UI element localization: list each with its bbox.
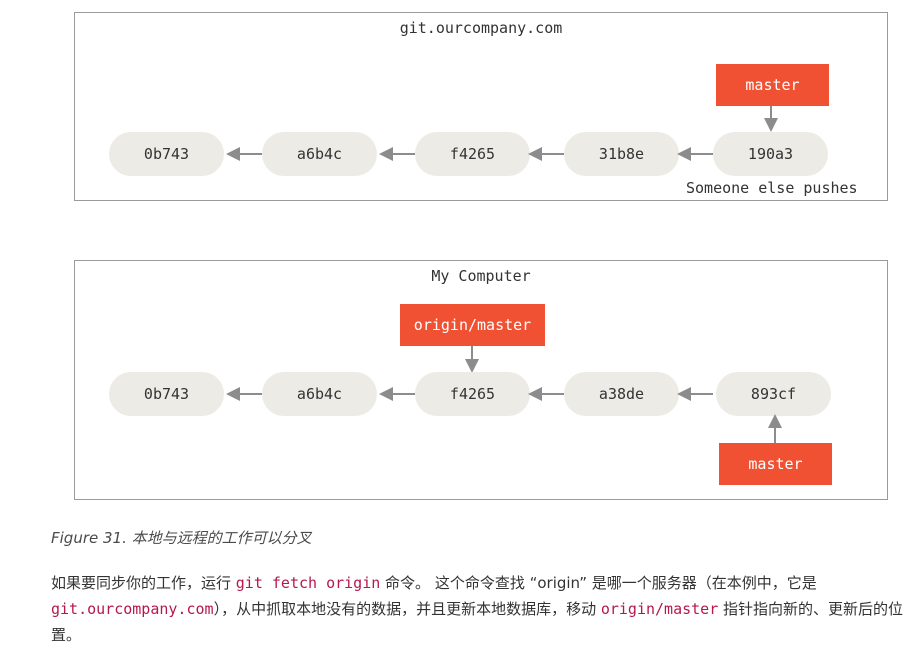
local-commit-2: a6b4c (262, 372, 377, 416)
paragraph-text-1: 如果要同步你的工作，运行 (51, 574, 236, 592)
remote-arrow-1 (226, 147, 262, 161)
paragraph-text-3: ），从中抓取本地没有的数据，并且更新本地数据库，移动 (213, 600, 601, 618)
local-arrow-3 (528, 387, 564, 401)
remote-repo-diagram: git.ourcompany.com 0b743 a6b4c f4265 31b… (74, 12, 888, 201)
local-repo-diagram: My Computer origin/master 0b743 a6b4c f4… (74, 260, 888, 500)
server-hostname: git.ourcompany.com (51, 600, 214, 618)
remote-commit-4: 31b8e (564, 132, 679, 176)
paragraph-text-2: 命令。 这个命令查找 “origin” 是哪一个服务器（在本例中，它是 (380, 574, 817, 592)
remote-arrow-2 (379, 147, 415, 161)
local-commit-4: a38de (564, 372, 679, 416)
origin-master-arrow (465, 346, 479, 373)
figure-caption: Figure 31. 本地与远程的工作可以分叉 (51, 529, 312, 547)
remote-commit-1: 0b743 (109, 132, 224, 176)
local-master-arrow (768, 414, 782, 443)
remote-title: git.ourcompany.com (399, 19, 563, 37)
local-commit-5: 893cf (716, 372, 831, 416)
remote-master-arrow (764, 106, 778, 132)
local-commit-1: 0b743 (109, 372, 224, 416)
git-fetch-command: git fetch origin (235, 574, 381, 592)
local-master-ref: master (719, 443, 832, 485)
remote-commit-2: a6b4c (262, 132, 377, 176)
remote-master-ref: master (716, 64, 829, 106)
local-title: My Computer (431, 267, 531, 285)
local-arrow-4 (677, 387, 713, 401)
local-arrow-2 (379, 387, 415, 401)
origin-master-ref: origin/master (400, 304, 545, 346)
body-paragraph: 如果要同步你的工作，运行 git fetch origin 命令。 这个命令查找… (51, 570, 917, 648)
remote-commit-5: 190a3 (713, 132, 828, 176)
remote-arrow-3 (528, 147, 564, 161)
remote-commit-3: f4265 (415, 132, 530, 176)
remote-arrow-4 (677, 147, 713, 161)
local-commit-3: f4265 (415, 372, 530, 416)
paragraph-text-4: 指针指向新的、更新后的位置。 (51, 600, 904, 644)
push-note: Someone else pushes (686, 179, 858, 197)
origin-master-ref-name: origin/master (600, 600, 719, 618)
local-arrow-1 (226, 387, 262, 401)
